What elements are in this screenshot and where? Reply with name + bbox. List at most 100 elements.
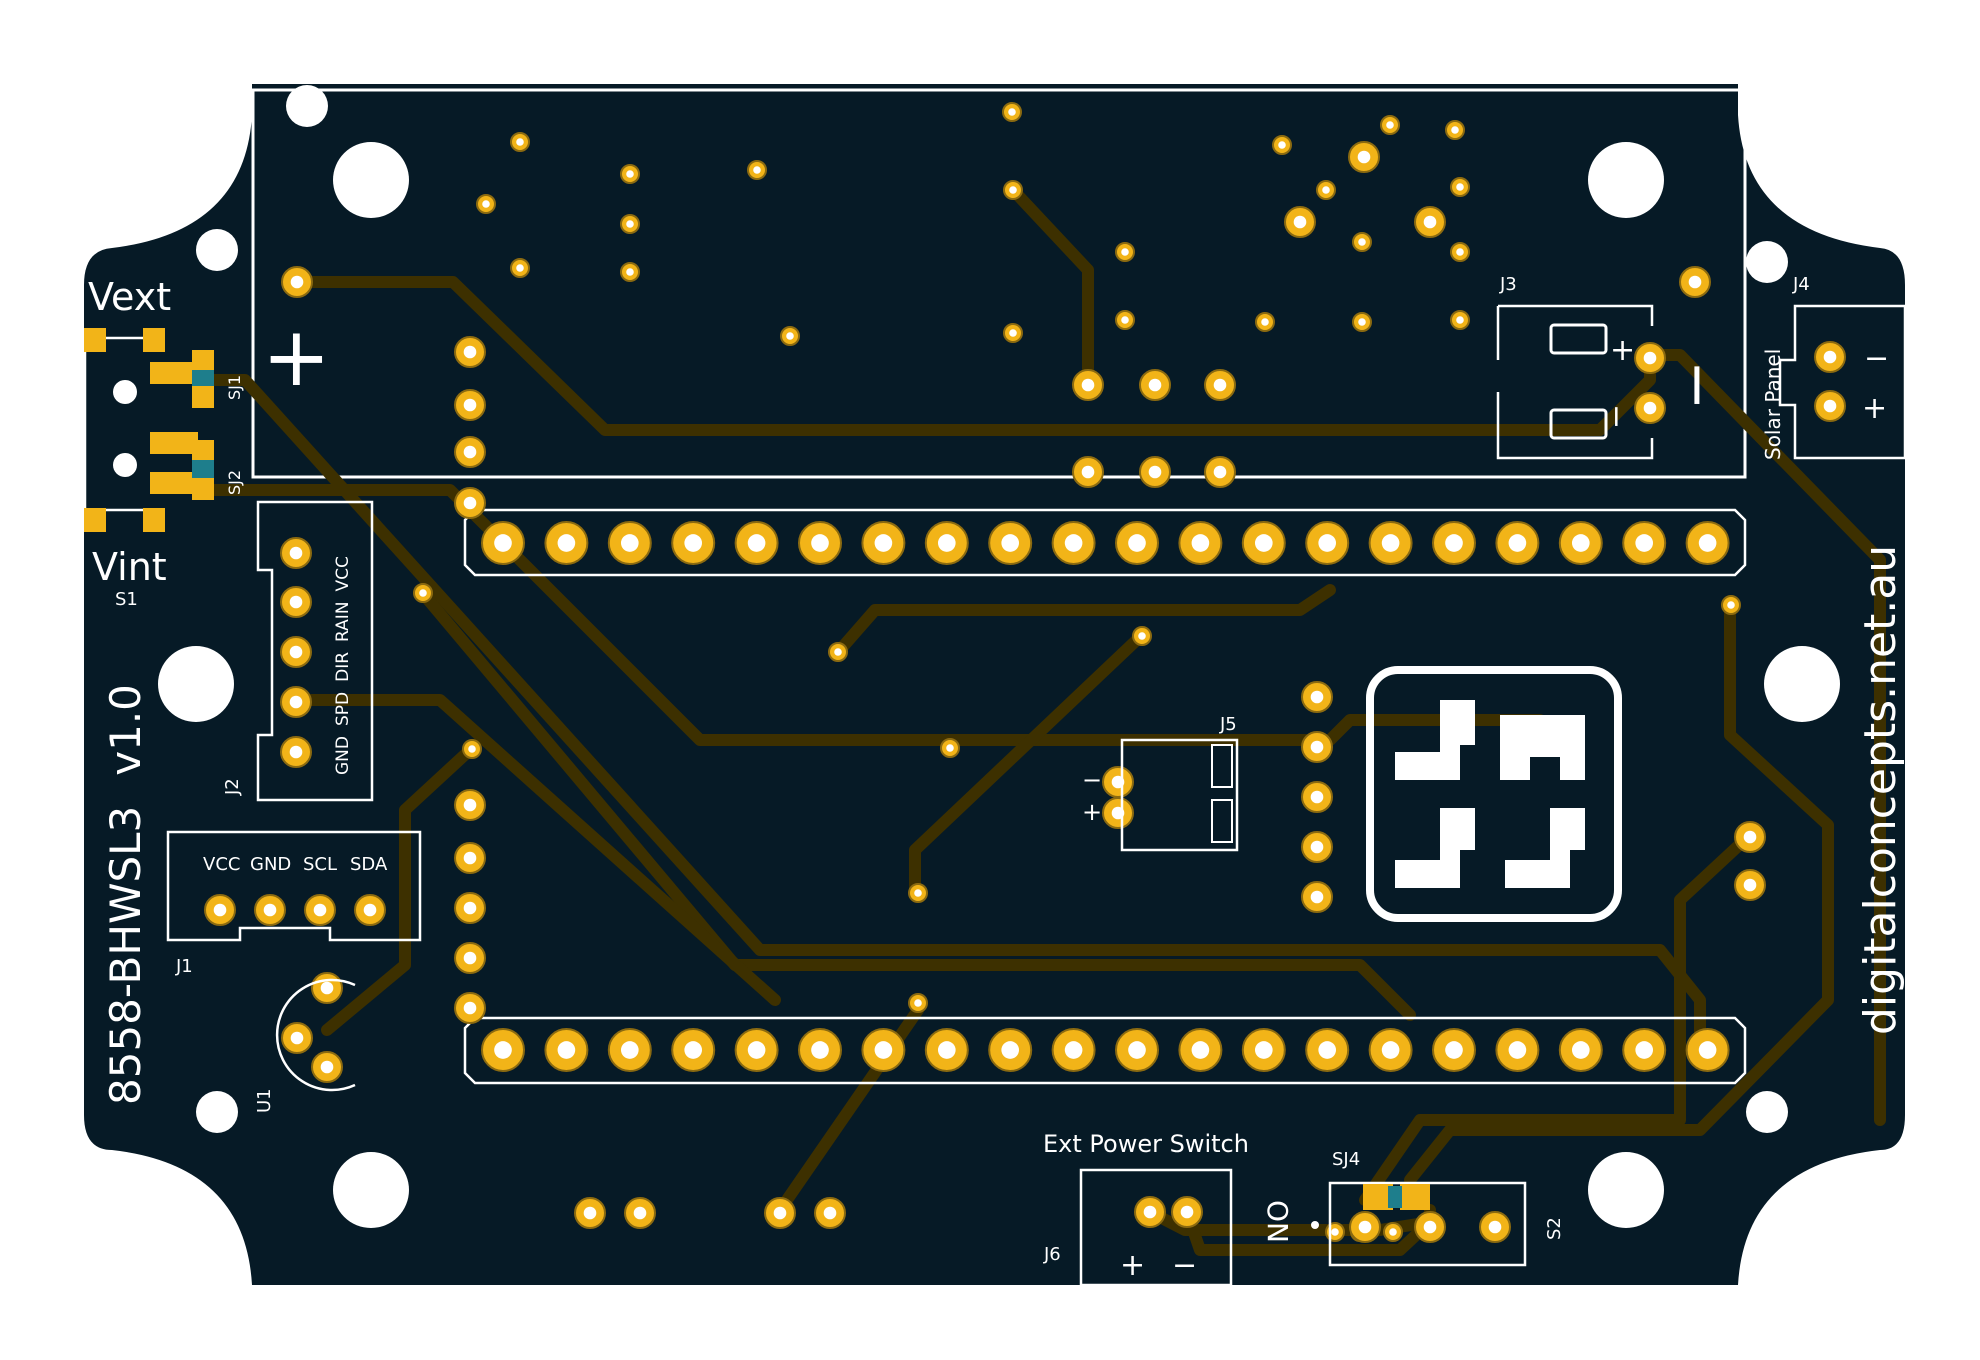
sw-pad: [84, 508, 106, 532]
header-bottom-pad: [1115, 1028, 1159, 1072]
header-bottom-pad: [988, 1028, 1033, 1072]
via-pad: [1316, 180, 1336, 200]
via-pad: [1450, 177, 1470, 197]
via-pad: [476, 194, 496, 214]
j2-pin-vcc: VCC: [333, 556, 353, 591]
header-top-pad: [1241, 521, 1286, 565]
via-pad: [1325, 1222, 1345, 1242]
mount-hole: [1588, 1152, 1664, 1228]
label-sj2: SJ2: [225, 470, 244, 495]
digital-concepts-logo: [1366, 666, 1622, 922]
via-pad: [908, 993, 928, 1013]
through-hole-pad: [1134, 1196, 1166, 1228]
via-pad: [940, 738, 960, 758]
label-s2: S2: [1544, 1217, 1565, 1240]
sj2-pad: [150, 432, 198, 454]
sj2-bridge: [192, 460, 214, 478]
label-board-id: 8558-BHWSL3v1.0: [101, 684, 150, 1105]
header-top-pad: [671, 521, 716, 565]
j3-outline: [1496, 304, 1654, 460]
through-hole-pad: [454, 436, 486, 468]
version-label: v1.0: [101, 684, 150, 776]
trace-j2-spd: [287, 694, 781, 1006]
through-hole-pad: [1414, 206, 1446, 238]
through-hole-pad: [281, 1022, 313, 1054]
header-bottom-pad: [1622, 1028, 1667, 1072]
through-hole-pad: [1102, 797, 1134, 829]
label-u1: U1: [254, 1088, 275, 1113]
via-pad: [747, 160, 767, 180]
j4-minus: −: [1864, 341, 1889, 376]
misc-pads: [204, 102, 1846, 1243]
mount-hole: [1764, 646, 1840, 722]
header-bottom-pads: [481, 1028, 1730, 1072]
label-j3: J3: [1499, 274, 1517, 295]
through-hole-pad: [1301, 831, 1333, 863]
through-hole-pad: [204, 894, 236, 926]
header-top-pad: [607, 521, 652, 565]
sj1-pad: [150, 362, 198, 384]
via-pad: [1002, 102, 1022, 122]
j2-pin-labels: GNDSPDDIRRAINVCC: [333, 556, 353, 775]
label-ext-power-switch: Ext Power Switch: [1043, 1130, 1249, 1158]
via-pad: [1383, 1222, 1403, 1242]
s1-hole: [113, 453, 137, 477]
mount-hole: [1746, 241, 1788, 283]
via-pad: [1450, 242, 1470, 262]
label-website: digitalconcepts.net.au: [1855, 545, 1906, 1035]
via-pad: [462, 739, 482, 759]
through-hole-pad: [454, 892, 486, 924]
copper-traces: [194, 184, 1886, 1256]
via-pad: [1445, 120, 1465, 140]
header-bottom-pad: [861, 1028, 906, 1072]
trace-sj2-diag: [194, 484, 1546, 746]
via-pad: [510, 258, 530, 278]
trace-sj1-diag: [194, 374, 1706, 1066]
j1-pin-vcc: VCC: [203, 854, 240, 875]
through-hole-pad: [304, 894, 336, 926]
trace-long-diag: [414, 584, 1416, 1021]
through-hole-pad: [1734, 821, 1766, 853]
header-top-pad: [1305, 521, 1350, 565]
through-hole-pad: [280, 686, 312, 718]
through-hole-pad: [1204, 369, 1236, 401]
through-hole-pad: [454, 842, 486, 874]
j1-outline: [166, 830, 422, 942]
through-hole-pad: [454, 389, 486, 421]
header-top-outline: [463, 508, 1747, 577]
j6-minus: −: [1172, 1248, 1197, 1283]
through-hole-pad: [814, 1197, 846, 1229]
header-top-pad: [544, 521, 589, 565]
header-top-pad: [1622, 521, 1667, 565]
j2-pin-dir: DIR: [333, 652, 353, 682]
label-j1: J1: [175, 956, 193, 977]
label-j4: J4: [1792, 274, 1810, 295]
label-vext: Vext: [88, 275, 171, 319]
mount-hole: [196, 1091, 238, 1133]
battery-area-outline: [251, 88, 1747, 479]
label-s1: S1: [115, 589, 138, 610]
via-pad: [620, 164, 640, 184]
mount-hole: [1746, 1091, 1788, 1133]
trace-u1: [321, 744, 476, 1036]
header-top-pad: [1558, 521, 1603, 565]
j5-plus: +: [1082, 798, 1102, 826]
via-pad: [1352, 312, 1372, 332]
via-pad: [620, 262, 640, 282]
sj4-pad: [1400, 1184, 1430, 1210]
label-j5: J5: [1219, 714, 1237, 735]
header-top-pad: [924, 521, 969, 565]
j5-pad: [1211, 744, 1233, 788]
through-hole-pad: [1301, 731, 1333, 763]
through-hole-pad: [1634, 342, 1666, 374]
through-hole-pad: [280, 586, 312, 618]
through-hole-pad: [1204, 456, 1236, 488]
trace-right-2: [1359, 829, 1756, 1206]
u1-outline: [275, 978, 356, 1092]
through-hole-pad: [1102, 766, 1134, 798]
j1-pin-scl: SCL: [303, 854, 337, 875]
via-pad: [620, 214, 640, 234]
via-pad: [1003, 323, 1023, 343]
via-pad: [1115, 310, 1135, 330]
sj1-pad: [192, 350, 214, 372]
